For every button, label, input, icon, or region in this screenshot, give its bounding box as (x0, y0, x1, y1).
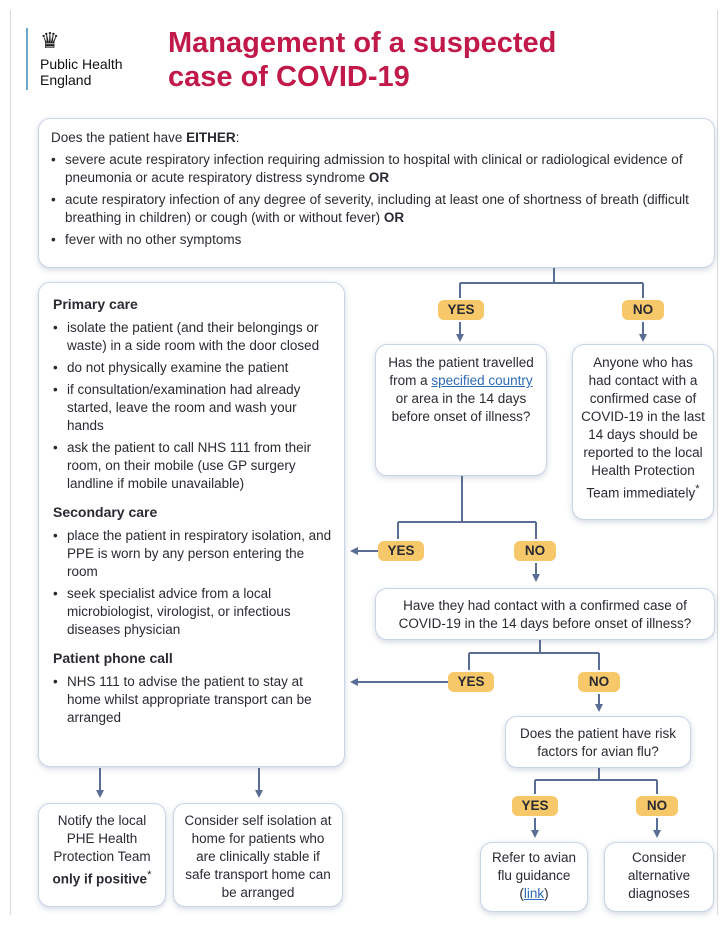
royal-crest-icon: ♛ (40, 28, 60, 53)
list-item: NHS 111 to advise the patient to stay at… (53, 673, 332, 727)
initial-assessment-box: Does the patient have EITHER: severe acu… (38, 118, 715, 268)
list-item: ask the patient to call NHS 111 from the… (53, 439, 332, 493)
primary-care-heading: Primary care (53, 296, 138, 312)
specified-country-link[interactable]: specified country (431, 373, 533, 388)
care-actions-box: Primary care isolate the patient (and th… (38, 282, 345, 767)
list-item: if consultation/examination had already … (53, 381, 332, 435)
org-name: Public Health England (40, 56, 123, 88)
travel-question-box: Has the patient travelled from a specifi… (375, 344, 547, 476)
page-title: Management of a suspected case of COVID-… (168, 27, 557, 93)
list-item: severe acute respiratory infection requi… (51, 151, 702, 187)
symptom-list: severe acute respiratory infection requi… (51, 151, 702, 249)
yes-tag-travel: YES (438, 300, 484, 320)
no-tag-alternative: NO (636, 796, 678, 816)
list-item: do not physically examine the patient (53, 359, 332, 377)
secondary-care-list: place the patient in respiratory isolati… (53, 527, 332, 639)
connector-avian-down (534, 768, 658, 794)
connector-contact-down (468, 640, 600, 670)
list-item: seek specialist advice from a local micr… (53, 585, 332, 639)
secondary-care-heading: Secondary care (53, 504, 158, 520)
avian-guidance-link[interactable]: link (523, 886, 545, 901)
phone-call-heading: Patient phone call (53, 650, 173, 666)
yes-tag-care: YES (378, 541, 424, 561)
no-tag-report: NO (622, 300, 664, 320)
no-tag-avian: NO (578, 672, 620, 692)
list-item: isolate the patient (and their belonging… (53, 319, 332, 355)
page-frame (10, 10, 718, 915)
logo-divider (26, 28, 28, 90)
connector-top-split (459, 282, 644, 298)
self-isolation-box: Consider self isolation at home for pati… (173, 803, 343, 907)
list-item: place the patient in respiratory isolati… (53, 527, 332, 581)
list-item: fever with no other symptoms (51, 231, 702, 249)
no-tag-contact: NO (514, 541, 556, 561)
avian-flu-question-box: Does the patient have risk factors for a… (505, 716, 691, 768)
yes-tag-care-contact: YES (448, 672, 494, 692)
contact-report-box: Anyone who has had contact with a confir… (572, 344, 714, 520)
primary-care-list: isolate the patient (and their belonging… (53, 319, 332, 493)
list-item: acute respiratory infection of any degre… (51, 191, 702, 227)
phone-call-list: NHS 111 to advise the patient to stay at… (53, 673, 332, 727)
yes-tag-refer: YES (512, 796, 558, 816)
connector-travel-down (397, 476, 537, 539)
notify-phe-box: Notify the local PHE Health Protection T… (38, 803, 166, 907)
contact-question-box: Have they had contact with a confirmed c… (375, 588, 715, 640)
avian-guidance-box: Refer to avian flu guidance (link) (480, 842, 588, 912)
alternative-diagnoses-box: Consider alternative diagnoses (604, 842, 714, 912)
